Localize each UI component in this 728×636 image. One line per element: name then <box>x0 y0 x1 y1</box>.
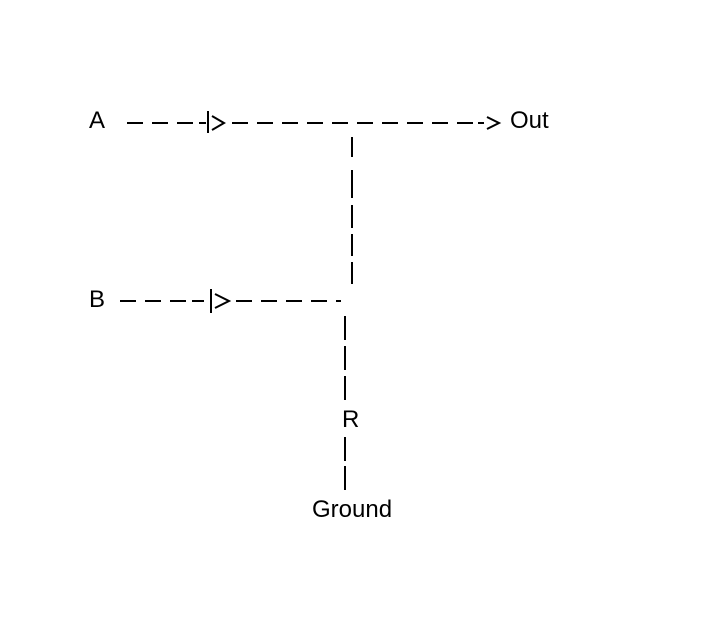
a-diode-triangle <box>211 115 226 131</box>
output-label: Out <box>510 107 549 134</box>
b-line-group <box>120 289 341 313</box>
input-b-label: B <box>89 286 106 313</box>
input-a-label: A <box>89 107 106 134</box>
b-diode-triangle <box>214 293 232 309</box>
resistor-label: R <box>342 406 360 433</box>
a-line-group <box>127 111 502 133</box>
out-arrowhead <box>486 116 502 130</box>
ground-label: Ground <box>312 496 393 523</box>
